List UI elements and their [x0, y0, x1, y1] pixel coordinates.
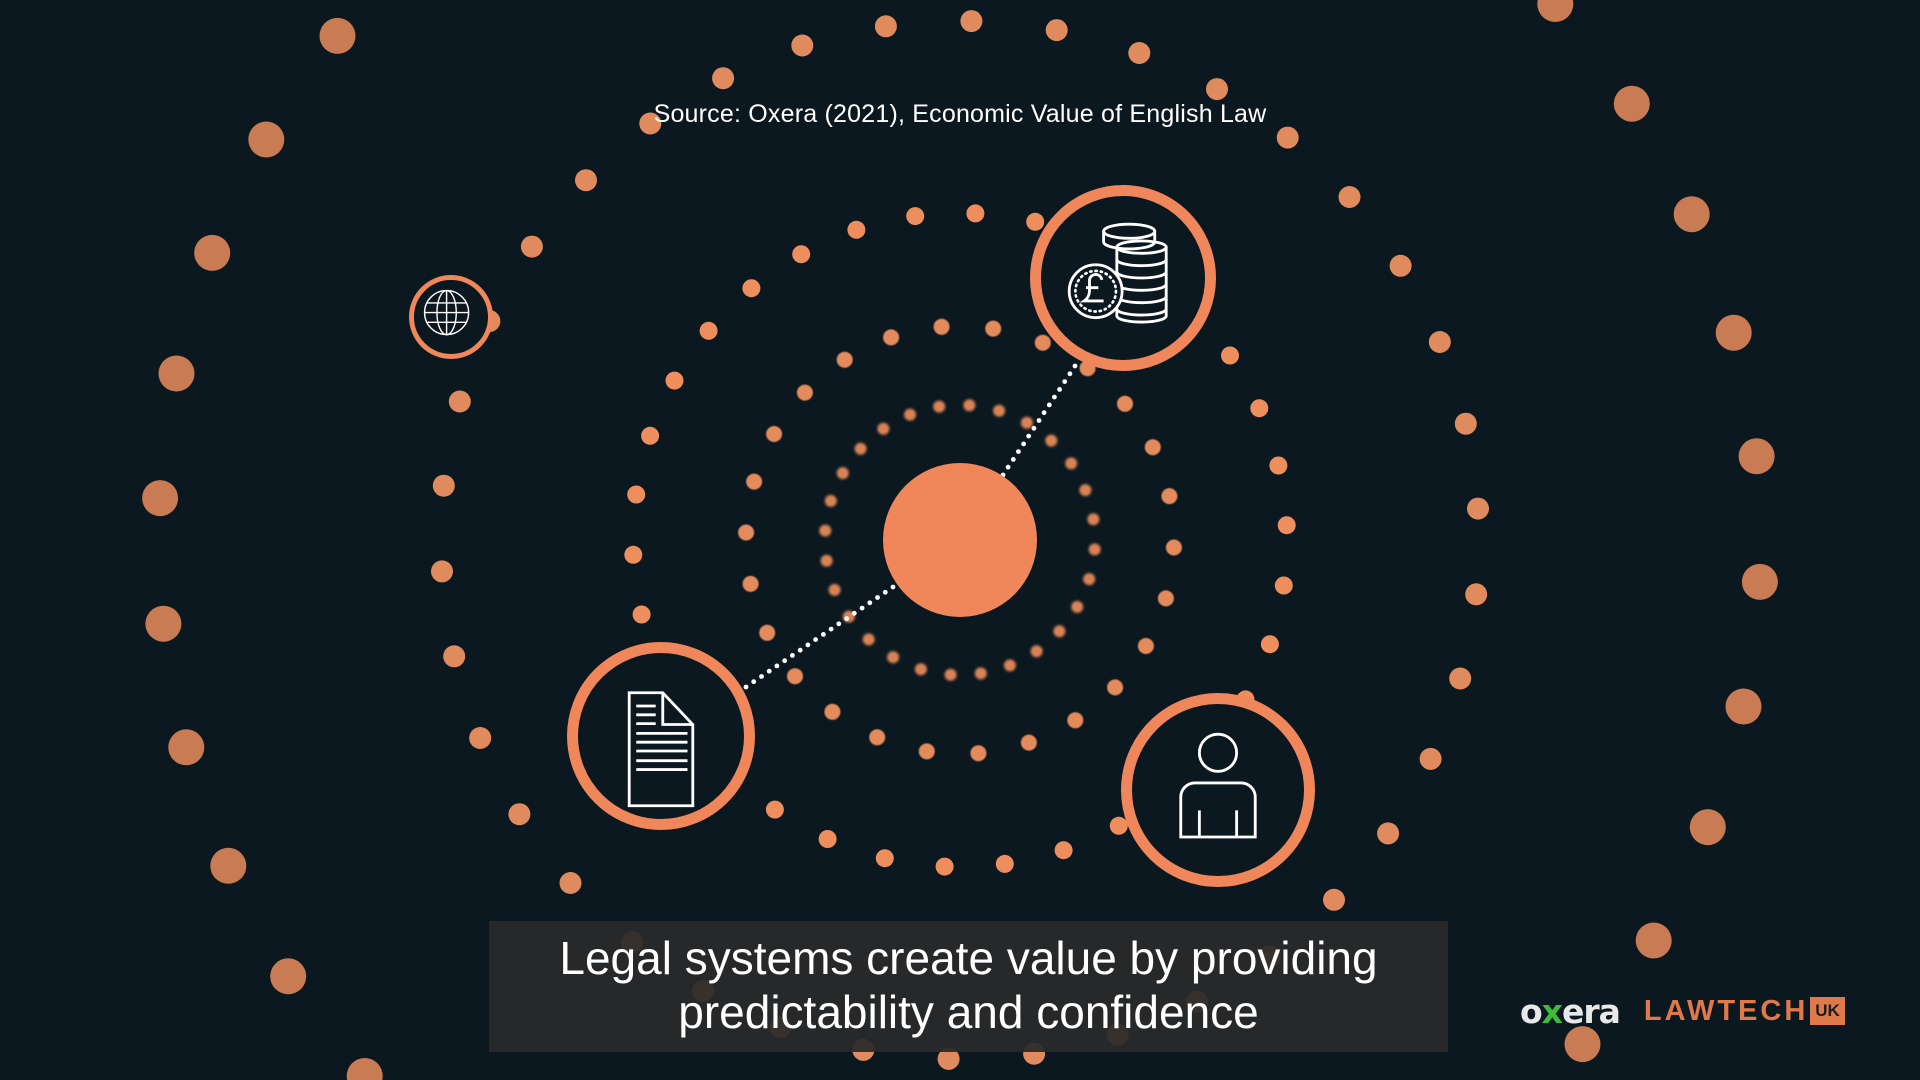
oxera-logo-era: era	[1561, 991, 1621, 1031]
document-node	[567, 642, 755, 830]
caption-line-1: Legal systems create value by providing	[559, 932, 1378, 984]
brand-logos: oxera LAWTECH UK	[1520, 991, 1845, 1031]
globe-node	[409, 275, 493, 359]
source-citation: Source: Oxera (2021), Economic Value of …	[653, 100, 1267, 128]
subtitle-caption: Legal systems create value by providing …	[489, 921, 1448, 1052]
person-node	[1121, 693, 1315, 887]
caption-line-2: predictability and confidence	[678, 986, 1259, 1038]
lawtech-uk-badge: UK	[1810, 997, 1845, 1025]
person-icon	[1179, 732, 1257, 839]
central-hub-circle	[883, 463, 1037, 617]
coins-node	[1030, 185, 1216, 371]
dotted-connectors	[743, 363, 1078, 690]
oxera-logo-x: x	[1541, 991, 1563, 1031]
oxera-logo: oxera	[1520, 991, 1621, 1031]
document-icon	[627, 691, 695, 808]
coins-pound-icon	[1067, 222, 1168, 324]
oxera-logo-o: o	[1520, 991, 1543, 1031]
lawtech-logo: LAWTECH	[1643, 994, 1809, 1027]
globe-icon	[423, 289, 470, 336]
